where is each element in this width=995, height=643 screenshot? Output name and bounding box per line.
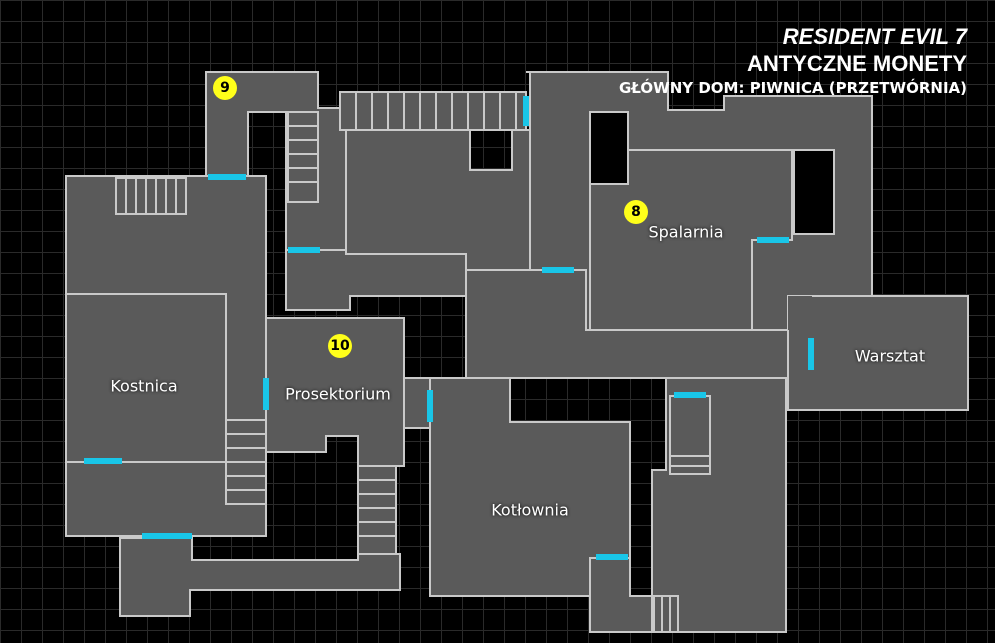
door[interactable] xyxy=(263,378,269,410)
room-label-prosektorium: Prosektorium xyxy=(285,384,391,404)
door[interactable] xyxy=(596,554,628,560)
room-label-warsztat: Warsztat xyxy=(854,346,926,366)
game-title: RESIDENT EVIL 7 xyxy=(782,24,967,49)
map-subtitle: ANTYCZNE MONETY xyxy=(747,51,967,76)
room-warsztat xyxy=(787,295,969,411)
stairs-bottom-right xyxy=(653,595,679,633)
door[interactable] xyxy=(757,237,789,243)
room-label-kostnica: Kostnica xyxy=(110,376,178,396)
door[interactable] xyxy=(84,458,122,464)
door[interactable] xyxy=(142,533,192,539)
corridor-prosektorium-right xyxy=(403,377,431,429)
door[interactable] xyxy=(542,267,574,273)
stairs-kostnica-top xyxy=(115,177,187,215)
doors xyxy=(84,96,814,560)
room-label-spalarnia: Spalarnia xyxy=(648,222,724,242)
door[interactable] xyxy=(208,174,246,180)
stairs-top-central xyxy=(339,91,527,131)
room-label-kotlownia: Kotłownia xyxy=(491,500,569,520)
coin-marker-9[interactable]: 9 xyxy=(213,76,237,100)
room-prosektorium xyxy=(265,317,405,467)
stairs-right xyxy=(669,395,711,475)
room-kotlownia xyxy=(429,377,631,597)
door[interactable] xyxy=(674,392,706,398)
door[interactable] xyxy=(288,247,320,253)
corridor-bottom-left xyxy=(119,537,401,617)
coin-marker-10[interactable]: 10 xyxy=(328,334,352,358)
door[interactable] xyxy=(523,96,529,126)
door[interactable] xyxy=(808,338,814,370)
map-header: RESIDENT EVIL 7 ANTYCZNE MONETY GŁÓWNY D… xyxy=(619,24,967,98)
room-kostnica xyxy=(65,175,267,537)
coin-marker-8[interactable]: 8 xyxy=(624,200,648,224)
map-location: GŁÓWNY DOM: PIWNICA (PRZETWÓRNIA) xyxy=(619,79,967,97)
corridor-bottom-right-link xyxy=(589,557,653,633)
door[interactable] xyxy=(427,390,433,422)
